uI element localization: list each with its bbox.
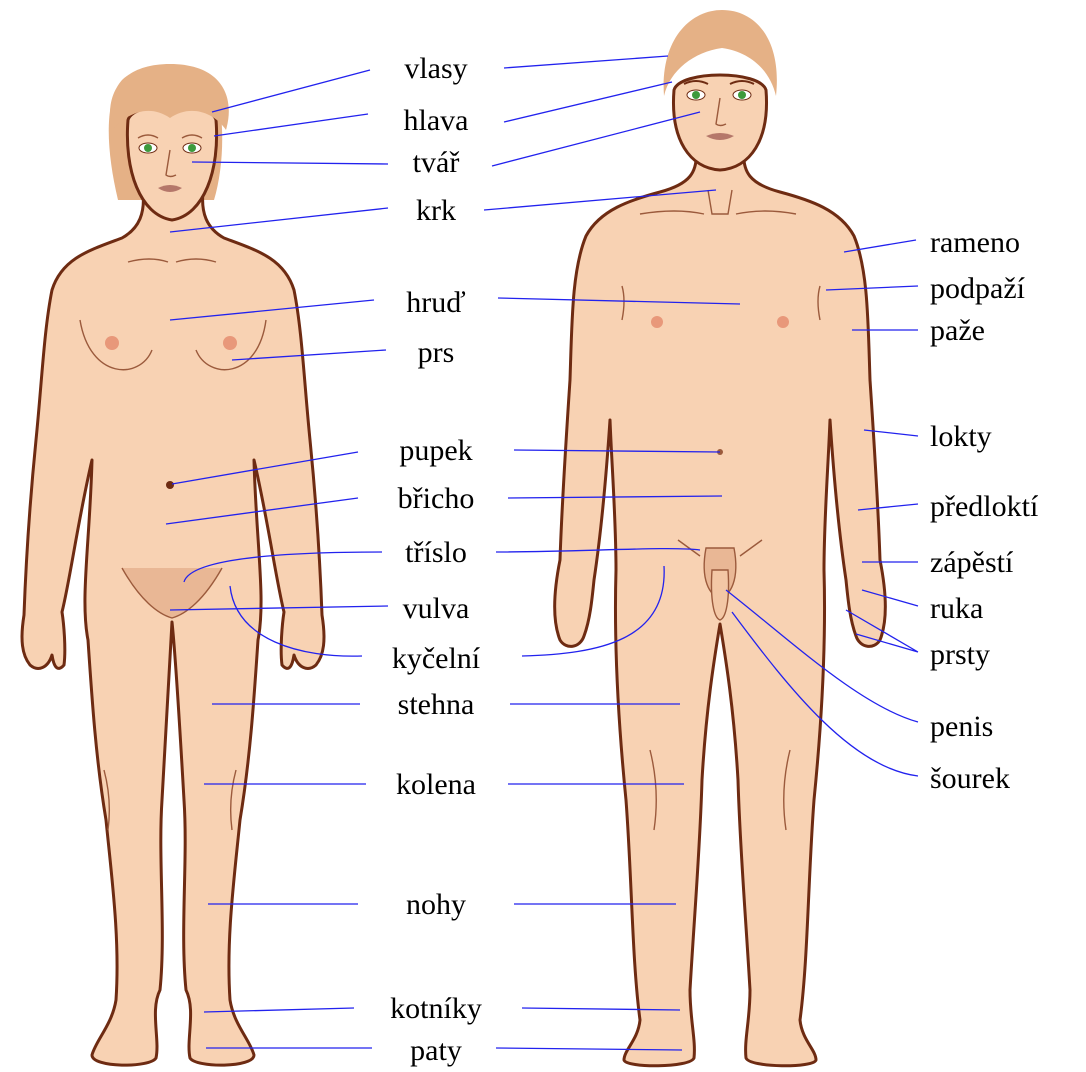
label-vulva: vulva bbox=[403, 592, 470, 625]
female-nipple-right bbox=[223, 336, 237, 350]
label-krk: krk bbox=[416, 194, 456, 227]
male-nipple-left bbox=[651, 316, 663, 328]
leader-vlasy-female bbox=[212, 70, 370, 112]
label-zapesti: zápěstí bbox=[930, 546, 1014, 579]
male-head bbox=[673, 75, 766, 170]
label-hlava: hlava bbox=[404, 104, 469, 137]
female-iris-left bbox=[144, 144, 152, 152]
label-trislo: tříslo bbox=[405, 536, 467, 569]
male-iris-left bbox=[692, 91, 700, 99]
male-penis bbox=[711, 570, 728, 620]
male-nipple-right bbox=[777, 316, 789, 328]
leader-tvar-male bbox=[492, 112, 700, 166]
leader-hlava-female bbox=[214, 114, 368, 136]
label-ruka: ruka bbox=[930, 592, 983, 625]
label-tvar: tvář bbox=[413, 146, 460, 179]
label-kotniky: kotníky bbox=[390, 992, 482, 1025]
female-nipple-left bbox=[105, 336, 119, 350]
label-prs: prs bbox=[418, 336, 455, 369]
label-stehna: stehna bbox=[398, 688, 475, 721]
label-predlokti: předloktí bbox=[930, 490, 1039, 523]
female-body bbox=[22, 192, 324, 1065]
label-hrud: hruď bbox=[406, 286, 465, 319]
label-sourek: šourek bbox=[930, 762, 1010, 795]
label-prsty: prsty bbox=[930, 638, 990, 671]
leader-tvar-female bbox=[192, 162, 388, 164]
female-figure bbox=[22, 64, 324, 1065]
label-rameno: rameno bbox=[930, 226, 1020, 259]
male-iris-right bbox=[738, 91, 746, 99]
leader-hlava-male bbox=[504, 82, 672, 122]
label-kolena: kolena bbox=[396, 768, 476, 801]
male-figure bbox=[555, 10, 886, 1066]
label-kycelni: kyčelní bbox=[392, 642, 481, 675]
label-penis: penis bbox=[930, 710, 993, 743]
label-lokty: lokty bbox=[930, 420, 992, 453]
label-vlasy: vlasy bbox=[404, 52, 467, 85]
female-navel bbox=[166, 481, 174, 489]
label-nohy: nohy bbox=[406, 888, 466, 921]
female-iris-right bbox=[188, 144, 196, 152]
label-paze: paže bbox=[930, 314, 985, 347]
label-podpazi: podpaží bbox=[930, 272, 1026, 305]
label-paty: paty bbox=[410, 1034, 462, 1067]
label-pupek: pupek bbox=[399, 434, 472, 467]
label-bricho: břicho bbox=[398, 482, 475, 515]
leader-vlasy-male bbox=[504, 56, 668, 68]
